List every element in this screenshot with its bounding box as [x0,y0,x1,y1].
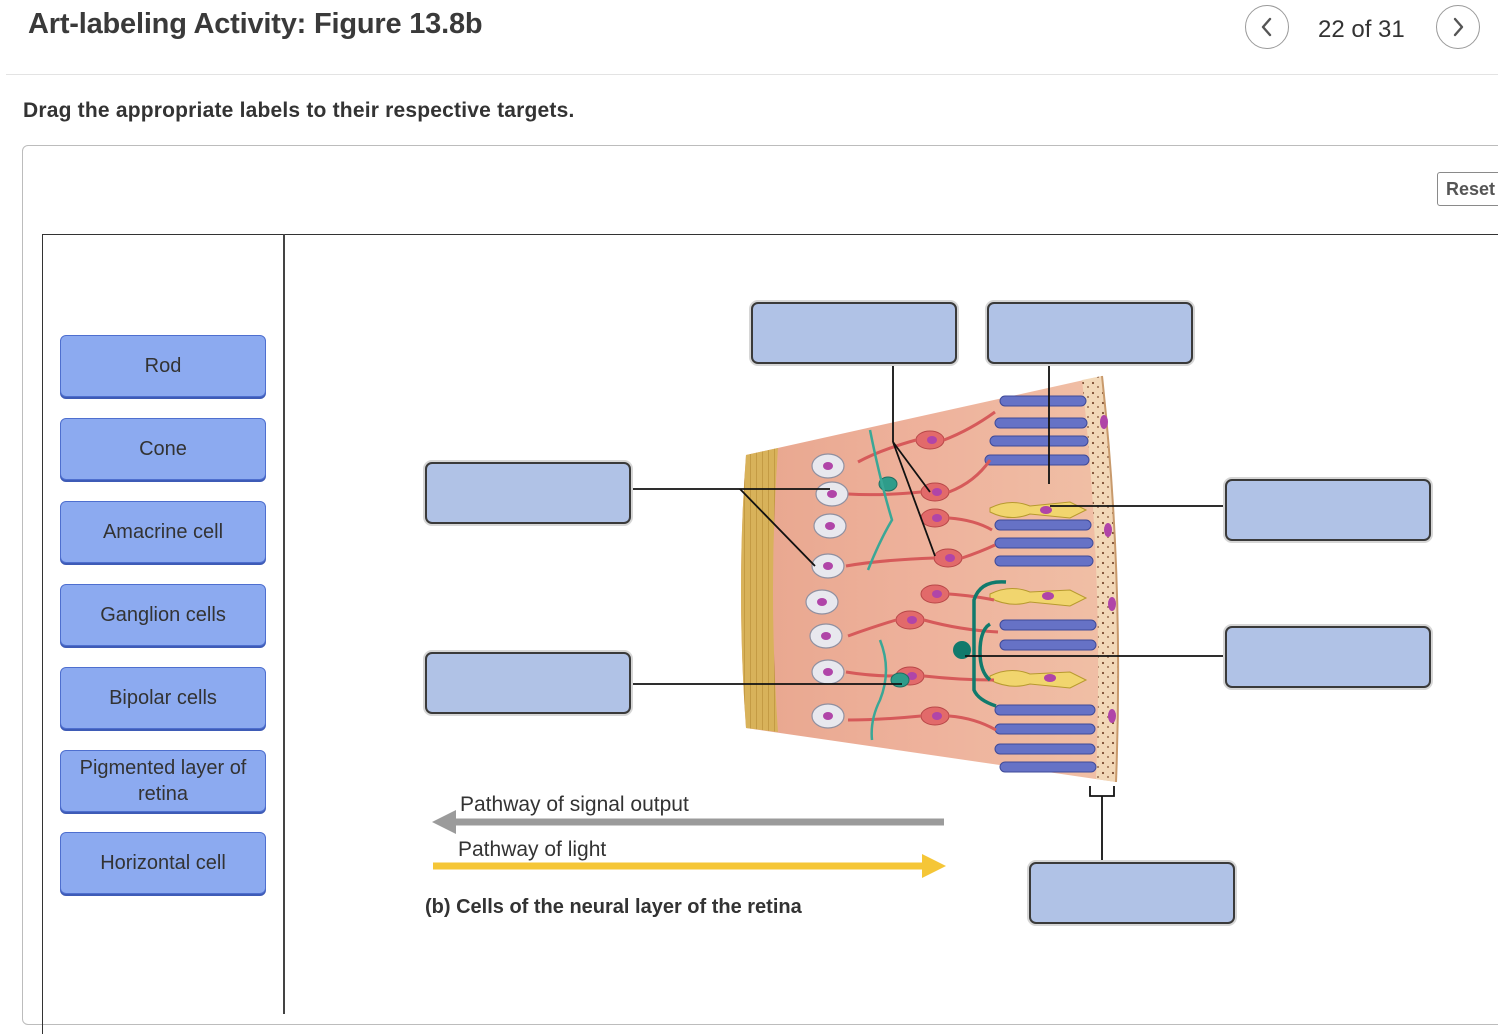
chevron-left-icon [1261,17,1272,37]
label-rod[interactable]: Rod [60,335,266,397]
drop-target-left-lower[interactable] [425,652,631,714]
figure-caption: (b) Cells of the neural layer of the ret… [425,896,803,918]
nerve-fiber-layer [741,448,778,732]
rods [984,395,1097,773]
question-counter: 22 of 31 [1318,16,1405,43]
label-cone[interactable]: Cone [60,418,266,480]
pigment-nuclei [1100,415,1116,723]
label-bipolar-cells[interactable]: Bipolar cells [60,667,266,729]
label-amacrine-cell[interactable]: Amacrine cell [60,501,266,563]
label-pigmented-layer-of-retina[interactable]: Pigmented layer of retina [60,750,266,812]
instructions: Drag the appropriate labels to their res… [23,99,575,122]
workspace [42,234,1498,1034]
drop-target-right-lower[interactable] [1225,626,1431,688]
drop-target-left-upper[interactable] [425,462,631,524]
horizontal-cell [972,580,1007,708]
drop-target-top-left[interactable] [751,302,957,364]
leader-lines [633,364,1224,860]
drop-target-bottom[interactable] [1029,862,1235,924]
light-arrowhead [922,854,946,878]
cones [989,501,1088,689]
reset-button[interactable]: Reset [1437,172,1498,206]
label-horizontal-cell[interactable]: Horizontal cell [60,832,266,894]
signal-arrowhead [432,810,456,834]
label-ganglion-cells[interactable]: Ganglion cells [60,584,266,646]
drop-target-right-upper[interactable] [1225,479,1431,541]
next-button[interactable] [1436,5,1480,49]
retina-illustration: Pathway of signal output Pathway of ligh… [425,364,1224,918]
signal-label: Pathway of signal output [460,793,689,816]
chevron-right-icon [1453,17,1464,37]
drop-target-top-right[interactable] [987,302,1193,364]
page-title: Art-labeling Activity: Figure 13.8b [28,8,483,40]
previous-button[interactable] [1245,5,1289,49]
header-divider [6,74,1498,75]
light-label: Pathway of light [458,838,606,861]
label-bank-divider [283,234,285,1014]
pigmented-layer [1082,376,1119,782]
